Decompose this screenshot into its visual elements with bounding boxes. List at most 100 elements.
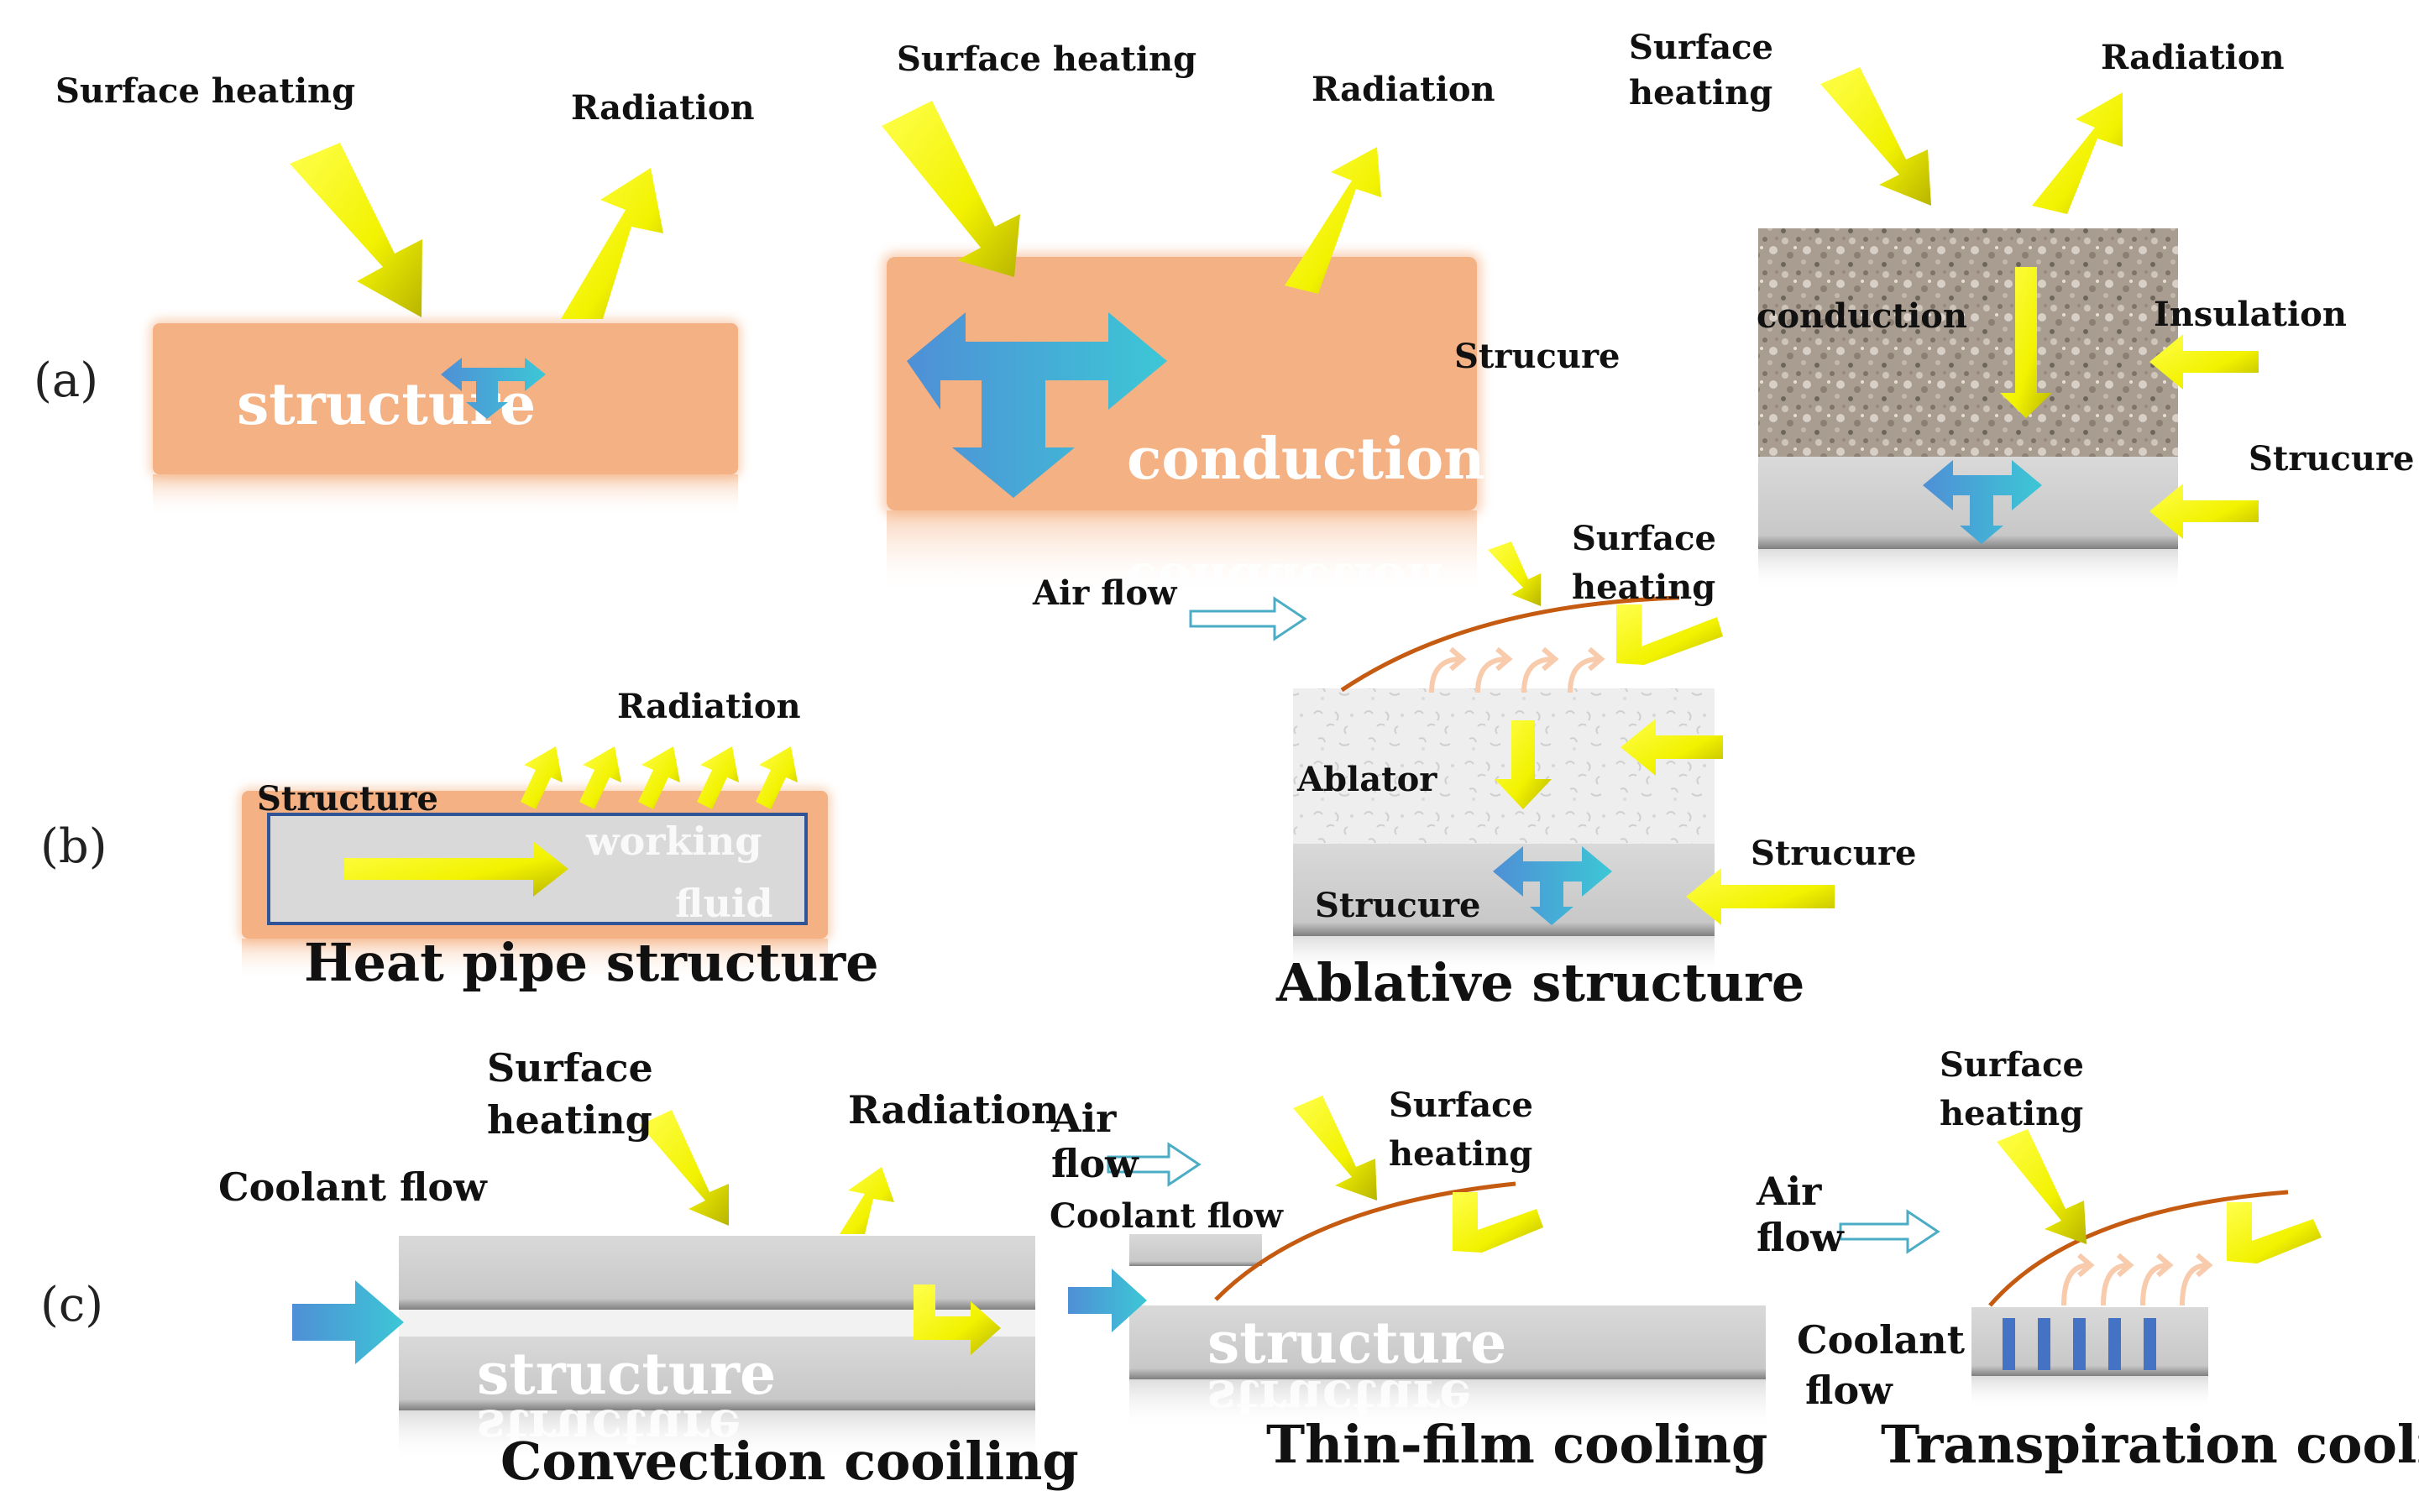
- a1-radiation-label: Radiation: [571, 88, 755, 128]
- a2-conduction-reflection: conduction: [1127, 552, 1442, 610]
- b1-heat-pipe-diagram: working fluid Radiation Structure Heat p…: [238, 687, 879, 993]
- c1-coolant-inlet-arrow: [292, 1280, 404, 1364]
- a1-structure-block: [153, 323, 738, 474]
- panel-label-c: (c): [40, 1278, 103, 1332]
- c3-surface-heating-label-2: heating: [1940, 1094, 2083, 1133]
- c3-surface-heating-label-1: Surface: [1940, 1045, 2084, 1085]
- c1-surface-heating-arrow: [640, 1110, 729, 1226]
- a2-conduction-arrow: [907, 312, 1167, 498]
- b2-structure-layer: [1293, 844, 1715, 936]
- c3-gas-arrow: [2101, 1253, 2134, 1306]
- b2-air-flow-arrow: [1189, 596, 1307, 641]
- a3-insulation-arrow: [2149, 334, 2259, 390]
- b1-radiation-arrow: [579, 746, 621, 809]
- a3-conduction-down-arrow: [2000, 267, 2052, 418]
- a1-surface-heating-arrow: [290, 143, 422, 317]
- c3-pore: [2073, 1318, 2086, 1370]
- b2-structure-conduction-arrow: [1493, 846, 1612, 925]
- c2-title: Thin-film cooling: [1266, 1414, 1767, 1475]
- c3-air-label-2: flow: [1757, 1215, 1845, 1260]
- b1-radiation-arrow: [697, 746, 739, 809]
- b2-gas-arrow: [1429, 646, 1467, 693]
- a2-structure-label: Strucure: [1454, 337, 1620, 376]
- panel-label-a: (a): [34, 353, 98, 408]
- b2-pyrolysis-gas-arrows: [1429, 646, 1605, 693]
- c2-surface-heating-label-1: Surface: [1389, 1086, 1533, 1125]
- c2-structure-reflection-label: structure: [1207, 1368, 1471, 1427]
- b2-reflected-arrow: [1616, 604, 1723, 665]
- b2-structure-arrow: [1686, 868, 1835, 925]
- a3-structure-reflection: [1758, 549, 2178, 591]
- c3-reflected-arrow: [2227, 1202, 2322, 1263]
- a3-radiation-arrow: [2032, 92, 2123, 214]
- a3-insulation-label: Insulation: [2154, 295, 2347, 334]
- b2-surface-heating-label-1: Surface: [1572, 519, 1716, 558]
- c2-surface-heating-arrow: [1293, 1096, 1377, 1201]
- c2-reflected-arrow: [1453, 1192, 1543, 1253]
- c3-coolant-label-1: Coolant: [1797, 1317, 1966, 1363]
- c3-transpiration-cooling-diagram: Surface heating Air flow Coolant flow Tr…: [1756, 1045, 2419, 1475]
- b2-ablative-diagram: Air flow Surface heating Ablator Strucur…: [1032, 519, 1916, 1013]
- a3-surface-heating-label-1: Surface: [1629, 28, 1773, 67]
- c3-coolant-label-2: flow: [1805, 1368, 1893, 1413]
- c2-structure-plate: [1129, 1305, 1766, 1379]
- c2-structure-label: structure: [1207, 1310, 1506, 1377]
- b2-hot-gas-boundary: [1340, 595, 1680, 693]
- a3-structure-conduction-arrow: [1923, 460, 2042, 544]
- b2-structure-inner-label: Strucure: [1315, 886, 1480, 925]
- b2-surface-heating-arrow: [1488, 541, 1541, 606]
- b1-structure-label: Structure: [257, 779, 438, 819]
- c3-surface-heating-arrow: [1997, 1129, 2087, 1244]
- c3-film-boundary: [1988, 1190, 2289, 1307]
- b1-working-label: working: [585, 819, 762, 864]
- c1-coolant-flow-label: Coolant flow: [218, 1164, 488, 1210]
- c2-coolant-flow-label: Coolant flow: [1050, 1196, 1285, 1236]
- b2-ablator-label: Ablator: [1296, 760, 1437, 799]
- a1-surface-heating-label: Surface heating: [55, 71, 355, 111]
- c3-transpiration-gas-arrows: [2061, 1253, 2213, 1306]
- b1-radiation-arrows: [521, 746, 798, 809]
- b1-radiation-label: Radiation: [617, 687, 801, 726]
- a2-radiation-arrow: [1285, 147, 1381, 294]
- b2-structure-reflection: [1293, 936, 1715, 974]
- b2-conduction-down-arrow: [1495, 720, 1552, 809]
- c3-gas-arrow: [2140, 1253, 2174, 1306]
- c3-pore: [2038, 1318, 2050, 1370]
- a1-structure-reflection: [153, 474, 738, 516]
- b1-radiation-arrow: [521, 746, 563, 809]
- a2-surface-heating-label: Surface heating: [897, 39, 1196, 79]
- c1-coolant-outlet-arrow: [914, 1284, 1001, 1355]
- c1-radiation-arrow: [840, 1167, 894, 1234]
- c2-surface-heating-label-2: heating: [1389, 1134, 1532, 1174]
- c1-title: Convection cooiling: [500, 1431, 1079, 1492]
- c3-coolant-pores: [2003, 1318, 2156, 1370]
- c2-air-label-2: flow: [1051, 1141, 1139, 1186]
- b2-gas-arrow: [1568, 646, 1605, 693]
- c2-film-slot-plate: [1129, 1234, 1262, 1266]
- c2-coolant-inlet-arrow: [1068, 1269, 1147, 1332]
- c1-radiation-label: Radiation: [848, 1087, 1059, 1133]
- b1-title: Heat pipe structure: [304, 932, 879, 993]
- c3-gas-arrow: [2180, 1253, 2213, 1306]
- a3-radiation-label: Radiation: [2101, 38, 2285, 77]
- c3-pore: [2108, 1318, 2121, 1370]
- c2-structure-reflection: [1129, 1379, 1766, 1430]
- b2-ablator-arrow: [1621, 719, 1723, 776]
- c2-thin-film-cooling-diagram: structure structure Air flow Coolant flo…: [1050, 1086, 1767, 1475]
- b1-structure-reflection: [242, 939, 828, 981]
- a2-structure-reflection: [887, 510, 1477, 594]
- a2-conduction-label: conduction: [1127, 426, 1485, 493]
- a3-insulation-layer: [1758, 228, 2178, 457]
- a3-surface-heating-label-2: heating: [1629, 73, 1772, 112]
- a3-structure-layer: [1758, 457, 2178, 549]
- a3-structure-arrow: [2149, 484, 2259, 539]
- b1-radiation-arrow: [638, 746, 680, 809]
- a3-surface-heating-arrow: [1820, 67, 1931, 206]
- a2-surface-heating-arrow: [882, 101, 1020, 277]
- c3-pore: [2003, 1318, 2015, 1370]
- c1-surface-heating-label-1: Surface: [487, 1045, 653, 1091]
- c3-title: Transpiration cooling: [1881, 1414, 2419, 1475]
- a1-conduction-arrow: [441, 358, 546, 419]
- c1-structure-reflection: [399, 1410, 1035, 1461]
